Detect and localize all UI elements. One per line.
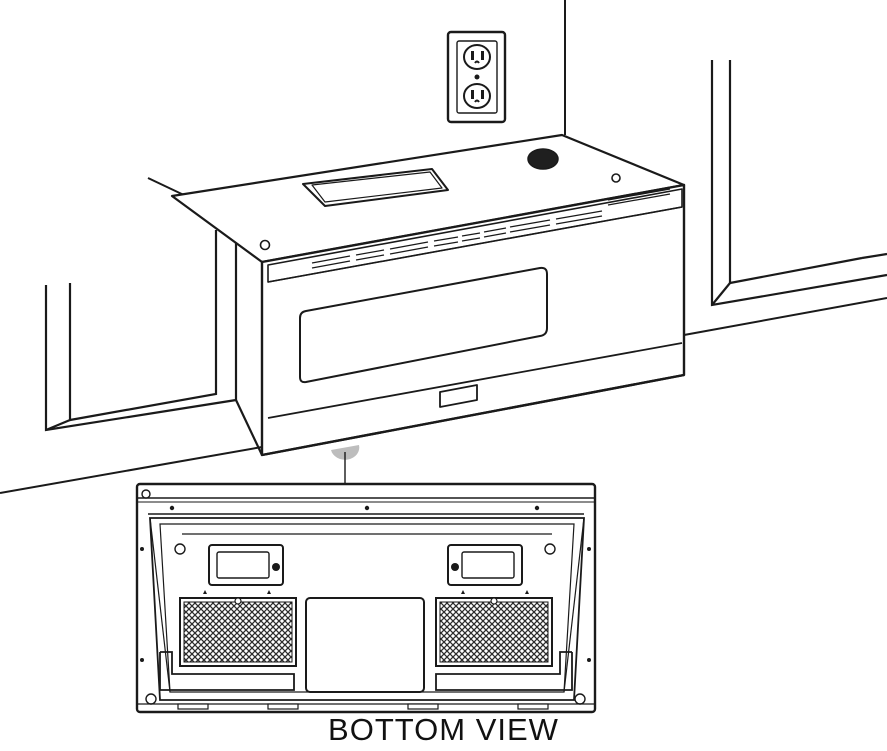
view-connector (331, 445, 360, 484)
bottom-view-panel (135, 482, 597, 714)
mesh-filter-icon (179, 597, 297, 667)
right-light-cover (447, 544, 523, 586)
left-light-cover (208, 544, 284, 586)
top-exhaust-opening (302, 168, 449, 207)
left-cabinet (44, 230, 263, 456)
door-window (299, 266, 548, 384)
bottom-view-caption: BOTTOM VIEW (328, 712, 559, 747)
power-cord-hole (527, 148, 559, 170)
top-screw-left (259, 239, 271, 251)
duplex-outlet-icon (446, 30, 507, 124)
filter-markers (203, 590, 529, 594)
door-handle (439, 384, 478, 408)
microwave-unit (170, 133, 686, 457)
top-screw-right (611, 173, 621, 183)
countertop-edge (0, 297, 887, 494)
vent-slots (311, 188, 671, 269)
right-cabinet (710, 60, 887, 307)
mesh-filter-icon (435, 597, 553, 667)
bottom-tabs (177, 703, 549, 710)
center-cover-plate (305, 597, 425, 693)
lower-brackets (159, 651, 573, 691)
